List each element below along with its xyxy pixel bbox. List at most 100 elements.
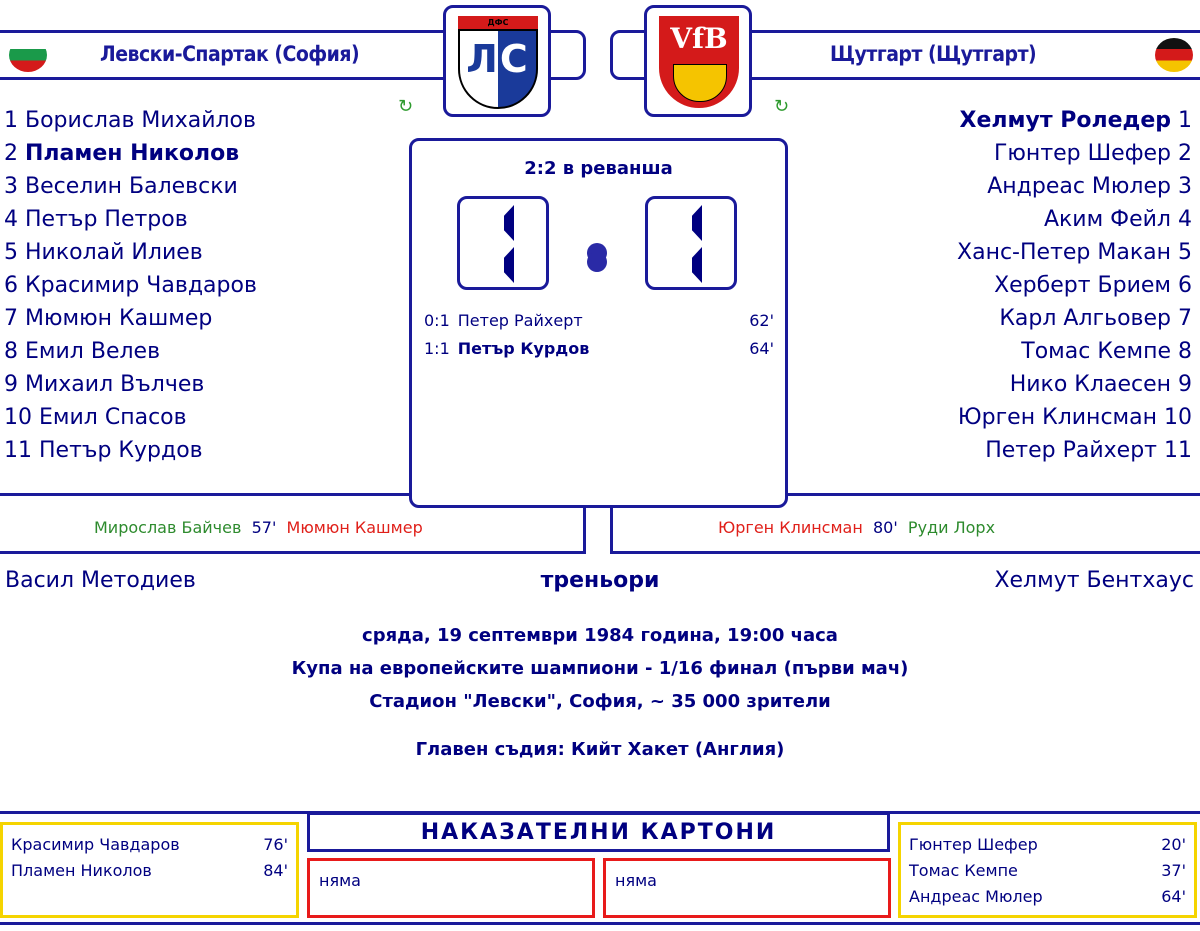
player-number: 10 [1164,405,1192,430]
home-team-name[interactable]: Левски-Спартак (София) [100,42,360,66]
player-name: Мюмюн Кашмер [25,306,213,331]
player-number: 3 [1178,174,1192,199]
player-number: 2 [1178,141,1192,166]
substitution-icon: ↻ [398,96,414,117]
player-number: 1 [4,108,18,133]
player-number: 10 [4,405,32,430]
coaches-label: треньори [540,568,660,593]
player-row[interactable]: 4 Петър Петров [4,203,257,236]
player-name: Красимир Чавдаров [25,273,257,298]
player-number: 6 [4,273,18,298]
player-name: Гюнтер Шефер [994,141,1171,166]
away-score-digit [645,196,737,290]
score-box [409,138,788,508]
player-number: 2 [4,141,18,166]
referee: Главен съдия: Кийт Хакет (Англия) [415,739,785,760]
player-name: Пламен Николов [25,141,240,166]
player-number: 7 [4,306,18,331]
home-substitution: Мирослав Байчев 57' Мюмюн Кашмер [94,518,423,537]
player-row[interactable]: 3 Веселин Балевски [4,170,257,203]
player-row[interactable]: Херберт Брием 6 [957,269,1192,302]
player-number: 11 [4,438,32,463]
player-row[interactable]: Аким Фейл 4 [957,203,1192,236]
card-row: Томас Кемпе 37' [909,858,1186,884]
card-player: Гюнтер Шефер [909,835,1038,854]
away-team-name[interactable]: Щутгарт (Щутгарт) [830,42,1037,66]
goal-minute: 64' [749,339,774,358]
away-coach[interactable]: Хелмут Бентхаус [994,568,1194,593]
divider [0,922,1200,929]
home-red-cards: няма [307,858,595,918]
player-number: 6 [1178,273,1192,298]
player-row[interactable]: 2 Пламен Николов [4,137,257,170]
player-row[interactable]: Гюнтер Шефер 2 [957,137,1192,170]
player-name: Херберт Брием [994,273,1171,298]
away-yellow-cards: Гюнтер Шефер 20' Томас Кемпе 37' Андреас Мюл… [898,822,1197,918]
player-row[interactable]: 5 Николай Илиев [4,236,257,269]
player-name: Юрген Клинсман [957,405,1157,430]
player-row[interactable]: 8 Емил Велев [4,335,257,368]
player-name: Хелмут Роледер [959,108,1171,133]
cards-title: НАКАЗАТЕЛНИ КАРТОНИ [307,812,890,852]
card-minute: 20' [1161,835,1186,854]
card-player: Красимир Чавдаров [11,835,180,854]
player-row[interactable]: 10 Емил Спасов [4,401,257,434]
player-row[interactable]: Карл Алгьовер 7 [957,302,1192,335]
player-number: 4 [4,207,18,232]
player-number: 8 [4,339,18,364]
card-minute: 84' [263,861,288,880]
player-number: 11 [1164,438,1192,463]
card-minute: 76' [263,835,288,854]
player-name: Карл Алгьовер [999,306,1171,331]
goal-scorer: Петер Райхерт [457,311,583,330]
player-name: Емил Спасов [39,405,187,430]
player-row[interactable]: 11 Петър Курдов [4,434,257,467]
goal-minute: 62' [749,311,774,330]
away-red-cards: няма [603,858,891,918]
player-row[interactable]: Юрген Клинсман 10 [957,401,1192,434]
player-name: Николай Илиев [25,240,203,265]
player-name: Петър Петров [25,207,188,232]
player-name: Петер Райхерт [985,438,1157,463]
player-name: Андреас Мюлер [987,174,1171,199]
player-row[interactable]: Нико Клаесен 9 [957,368,1192,401]
player-row[interactable]: Петер Райхерт 11 [957,434,1192,467]
away-substitution: Юрген Клинсман 80' Руди Лорх [718,518,996,537]
player-name: Емил Велев [25,339,161,364]
player-number: 3 [4,174,18,199]
player-row[interactable]: 6 Красимир Чавдаров [4,269,257,302]
card-player: Пламен Николов [11,861,152,880]
player-name: Томас Кемпе [1021,339,1171,364]
player-number: 7 [1178,306,1192,331]
player-number: 9 [1178,372,1192,397]
player-number: 4 [1178,207,1192,232]
player-name: Ханс-Петер Макан [957,240,1171,265]
card-row: Пламен Николов 84' [11,858,288,884]
player-row[interactable]: Хелмут Роледер 1 [957,104,1192,137]
card-player: Томас Кемпе [909,861,1018,880]
substitution-icon: ↻ [774,96,790,117]
player-number: 1 [1178,108,1192,133]
player-name: Петър Курдов [39,438,203,463]
home-score-digit [457,196,549,290]
player-row[interactable]: Томас Кемпе 8 [957,335,1192,368]
player-number: 5 [4,240,18,265]
goal-row: 1:1 Петър Курдов 64' [424,335,774,363]
player-row[interactable]: Ханс-Петер Макан 5 [957,236,1192,269]
card-row: Красимир Чавдаров 76' [11,832,288,858]
player-row[interactable]: 7 Мюмюн Кашмер [4,302,257,335]
goal-score: 1:1 [424,339,450,358]
player-row[interactable]: 1 Борислав Михайлов [4,104,257,137]
goal-scorer: Петър Курдов [457,339,590,358]
player-name: Нико Клаесен [1009,372,1171,397]
home-coach[interactable]: Васил Методиев [5,568,196,593]
card-minute: 37' [1161,861,1186,880]
player-row[interactable]: 9 Михаил Вълчев [4,368,257,401]
player-name: Борислав Михайлов [25,108,256,133]
player-row[interactable]: Андреас Мюлер 3 [957,170,1192,203]
player-name: Веселин Балевски [25,174,238,199]
